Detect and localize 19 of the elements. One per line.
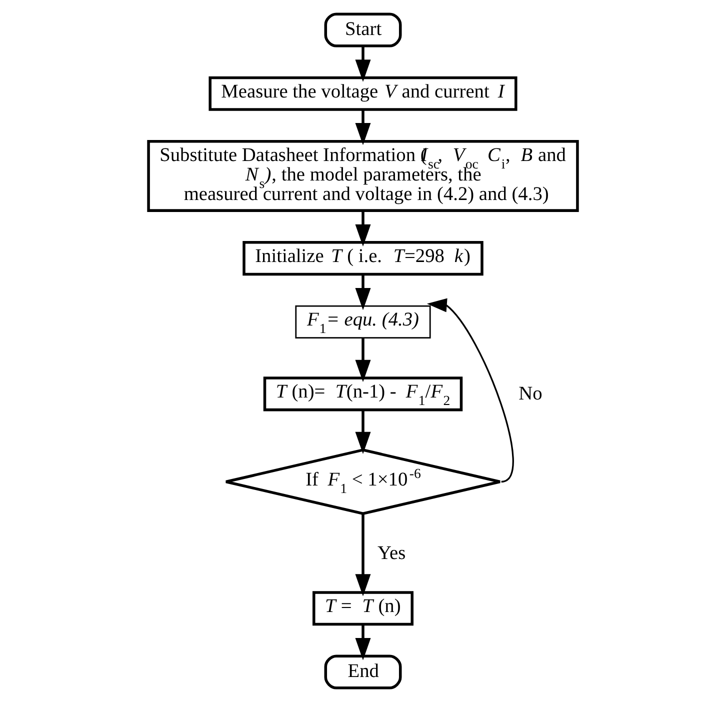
arrow (354, 110, 370, 146)
arrow (354, 624, 370, 660)
arrow (354, 274, 370, 310)
node-diamond: If F$_{1}$ < 1×10$^{-6}$ (224, 448, 501, 515)
arrow (426, 298, 514, 483)
node-box: T (n)= T(n-1) - F$_{1}$/F$_{2}$ (262, 376, 462, 412)
arrow (354, 410, 370, 454)
arrow (354, 338, 370, 382)
node-box: Measure the voltage V and current I (208, 76, 517, 111)
node-box: Initialize T ( i.e. T=298 k) (242, 241, 483, 276)
node-box: Start (324, 12, 402, 48)
node-box: T = T (n) (312, 591, 413, 626)
arrow (354, 210, 370, 247)
arrow (354, 514, 370, 596)
arrow (354, 46, 370, 82)
node-box: End (324, 654, 402, 690)
edge-label: Yes (377, 542, 406, 564)
edge-label: No (518, 384, 542, 405)
node-box: F$_{1}$= equ. (4.3) (294, 305, 430, 339)
